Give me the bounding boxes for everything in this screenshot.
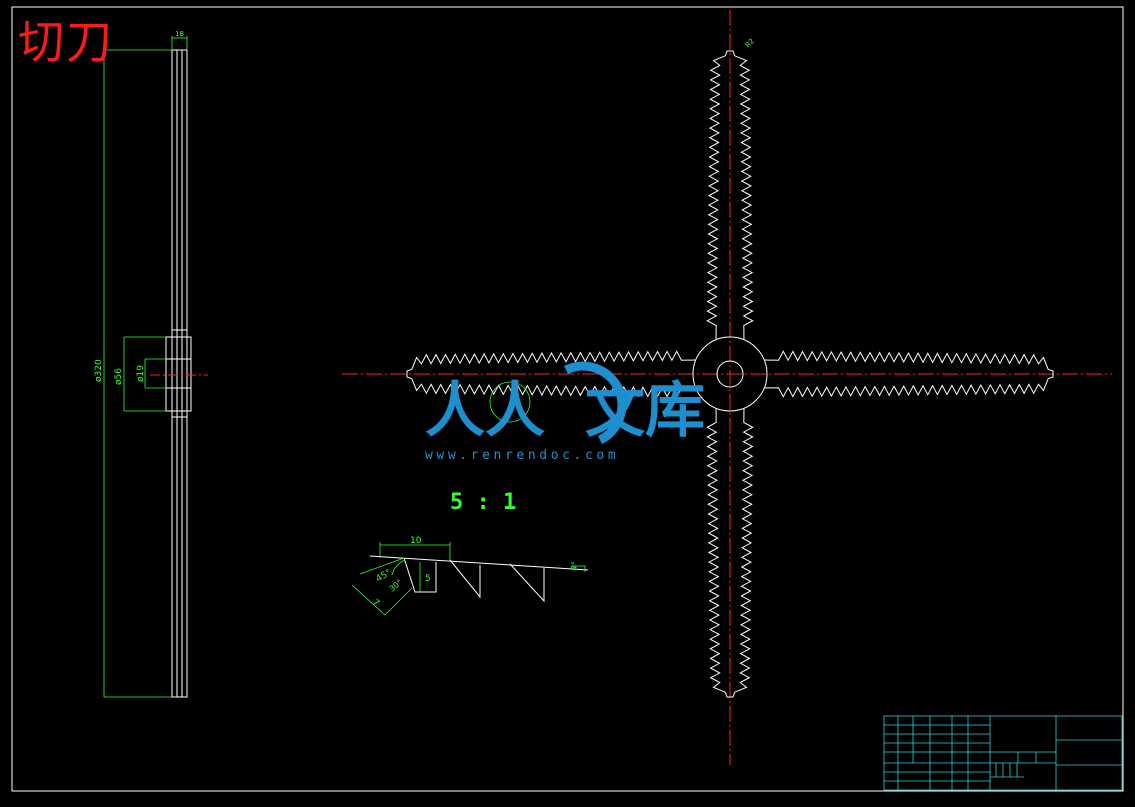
tooth-detail-dimensions [351, 542, 586, 616]
dim-detail-10: 10 [410, 536, 422, 546]
blade-arm [706, 407, 754, 698]
blade-arm [763, 350, 1054, 398]
side-view [165, 49, 192, 698]
watermark-url: www.renrendoc.com [425, 448, 620, 463]
watermark-logo [564, 361, 627, 445]
detail-scale-label: 5 : 1 [450, 490, 517, 515]
hub-outer-circle [692, 336, 768, 412]
dim-width-top: 18 [175, 30, 184, 38]
drawing-title: 切刀 [18, 15, 114, 69]
drawing-border [11, 6, 1124, 792]
dim-dia-56: ø56 [114, 368, 124, 385]
dim-detail-45: 45° [375, 568, 394, 585]
detail-callout-circle [489, 381, 531, 423]
dim-tip-radius: R2 [744, 37, 756, 49]
dim-dia-19: ø19 [136, 365, 146, 382]
dim-detail-5: 5 [425, 574, 431, 584]
watermark-text-right: 文库 [585, 376, 705, 446]
blade-arm [706, 50, 754, 341]
tooth-detail [369, 555, 589, 603]
dim-detail-7: 7 [370, 598, 381, 609]
dim-detail-4deg: 4° [569, 561, 579, 572]
blade-arm [406, 350, 697, 398]
side-view-dimensions [103, 36, 188, 698]
hub-bore-circle [716, 360, 744, 388]
title-block [883, 715, 1123, 791]
cross-blade-outline [406, 50, 1054, 698]
watermark-text-left: 人人 [425, 376, 545, 446]
dim-dia-320: ø320 [94, 359, 104, 382]
dim-detail-30: 30° [388, 578, 405, 594]
